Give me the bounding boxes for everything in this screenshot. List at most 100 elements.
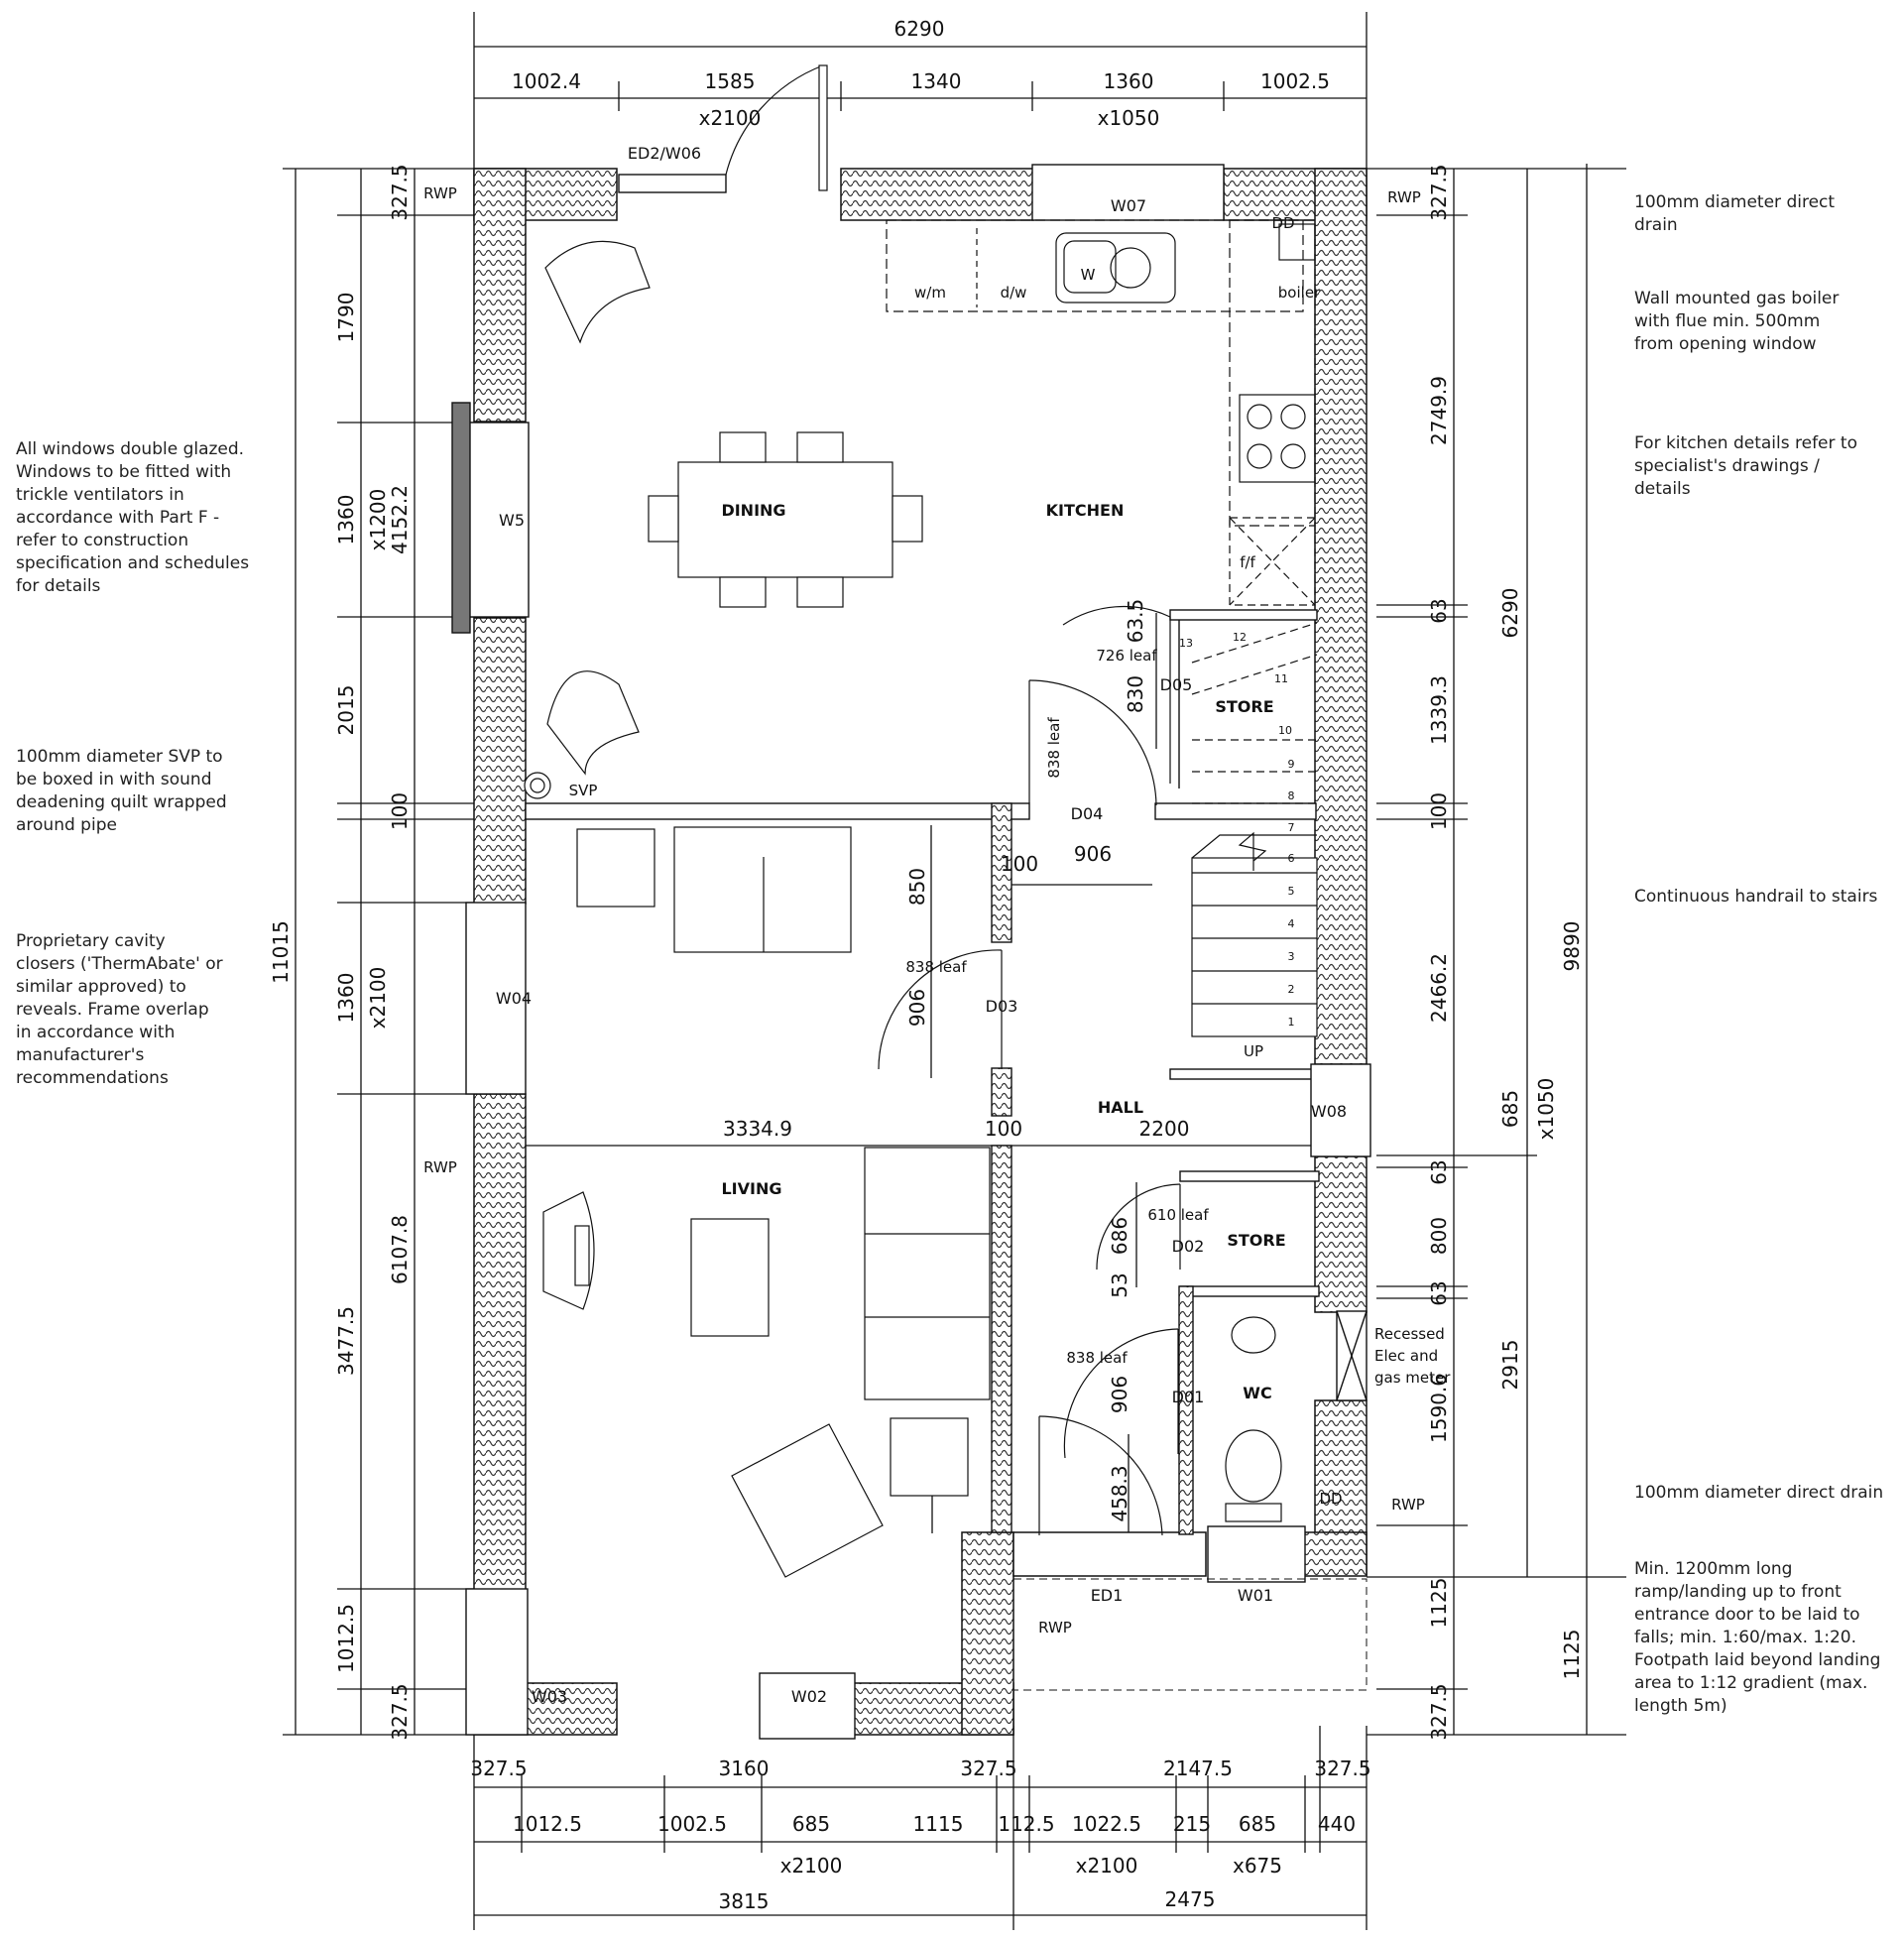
svg-text:W: W xyxy=(1081,266,1096,284)
svg-text:1340: 1340 xyxy=(911,69,962,93)
svg-text:2015: 2015 xyxy=(334,685,358,736)
svg-text:x1050: x1050 xyxy=(1534,1078,1558,1141)
stair-step-number: 9 xyxy=(1288,758,1295,771)
stair-step-number: 8 xyxy=(1288,789,1295,802)
svg-text:327.5: 327.5 xyxy=(388,164,412,220)
svg-text:x2100: x2100 xyxy=(699,106,762,130)
svg-text:w/m: w/m xyxy=(914,284,946,302)
svg-text:boiler: boiler xyxy=(1278,284,1321,302)
svg-text:RWP: RWP xyxy=(1038,1619,1072,1637)
furniture xyxy=(524,240,1282,1578)
room-living: LIVING xyxy=(721,1179,781,1198)
svg-text:112.5: 112.5 xyxy=(998,1812,1054,1836)
svg-text:1002.5: 1002.5 xyxy=(657,1812,727,1836)
svg-text:100: 100 xyxy=(1427,792,1451,830)
svg-text:RWP: RWP xyxy=(1387,188,1421,206)
note-cavity-closers: Proprietary cavity closers ('ThermAbate'… xyxy=(16,931,223,1088)
svg-text:2466.2: 2466.2 xyxy=(1427,953,1451,1023)
svg-text:D03: D03 xyxy=(986,997,1018,1016)
svg-text:ED1: ED1 xyxy=(1091,1586,1124,1605)
svg-text:x1200: x1200 xyxy=(366,489,390,551)
svg-text:1022.5: 1022.5 xyxy=(1072,1812,1141,1836)
svg-text:3334.9: 3334.9 xyxy=(723,1117,792,1141)
svg-text:100: 100 xyxy=(388,792,412,830)
svg-text:1585: 1585 xyxy=(705,69,756,93)
svg-text:1360: 1360 xyxy=(1104,69,1154,93)
svg-text:327.5: 327.5 xyxy=(1427,164,1451,220)
svg-text:W07: W07 xyxy=(1111,196,1146,215)
svg-text:327.5: 327.5 xyxy=(1314,1757,1370,1780)
note-kitchen-details: For kitchen details refer to specialist'… xyxy=(1634,433,1857,499)
svg-text:D02: D02 xyxy=(1172,1237,1205,1256)
svg-text:838 leaf: 838 leaf xyxy=(1066,1349,1128,1367)
window-w02 xyxy=(759,1672,856,1740)
stair-step-number: 1 xyxy=(1288,1016,1295,1029)
svg-text:906: 906 xyxy=(1108,1376,1131,1413)
svg-text:1590.6: 1590.6 xyxy=(1427,1374,1451,1443)
room-dining: DINING xyxy=(721,501,785,520)
svg-text:830: 830 xyxy=(1124,675,1147,713)
note-direct-drain-bottom: 100mm diameter direct drain xyxy=(1634,1483,1884,1503)
room-store-lower: STORE xyxy=(1227,1231,1285,1250)
svg-text:x2100: x2100 xyxy=(366,967,390,1030)
room-hall: HALL xyxy=(1098,1098,1143,1117)
svg-text:RWP: RWP xyxy=(423,1158,457,1176)
window-w01 xyxy=(1207,1525,1306,1583)
svg-text:1125: 1125 xyxy=(1427,1578,1451,1629)
svg-text:458.3: 458.3 xyxy=(1108,1465,1131,1521)
svg-text:1360: 1360 xyxy=(334,973,358,1024)
svg-text:2200: 2200 xyxy=(1139,1117,1190,1141)
svg-text:4152.2: 4152.2 xyxy=(388,485,412,554)
window-w04 xyxy=(465,902,527,1095)
svg-text:685: 685 xyxy=(1239,1812,1276,1836)
note-windows: All windows double glazed. Windows to be… xyxy=(16,439,250,596)
note-boiler: Wall mounted gas boiler with flue min. 5… xyxy=(1634,289,1840,354)
svg-text:906: 906 xyxy=(905,989,929,1027)
svg-text:6107.8: 6107.8 xyxy=(388,1215,412,1284)
fixture-labels: w/m d/w W boiler f/f SVP DD DD RWP RWP R… xyxy=(423,184,1425,1637)
svg-text:W02: W02 xyxy=(791,1687,827,1706)
door-swings xyxy=(725,64,1181,1536)
stair-step-number: 5 xyxy=(1288,885,1295,898)
stair-up-label: UP xyxy=(1244,1042,1263,1060)
svg-text:3477.5: 3477.5 xyxy=(334,1306,358,1376)
window-w5 xyxy=(462,422,530,618)
svg-text:6290: 6290 xyxy=(894,17,945,41)
svg-text:685: 685 xyxy=(792,1812,830,1836)
svg-text:100: 100 xyxy=(1001,852,1038,876)
svg-text:53: 53 xyxy=(1108,1273,1131,1297)
svg-text:2475: 2475 xyxy=(1165,1887,1216,1911)
note-handrail: Continuous handrail to stairs xyxy=(1634,887,1878,907)
room-kitchen: KITCHEN xyxy=(1046,501,1125,520)
stair-step-number: 6 xyxy=(1288,852,1295,865)
svg-text:RWP: RWP xyxy=(423,184,457,202)
note-direct-drain-top: 100mm diameter direct drain xyxy=(1634,192,1836,235)
svg-text:2749.9: 2749.9 xyxy=(1427,376,1451,445)
stair-step-number: 12 xyxy=(1233,631,1247,644)
svg-text:63: 63 xyxy=(1427,598,1451,623)
staircase xyxy=(1191,622,1318,1037)
svg-text:W08: W08 xyxy=(1311,1102,1347,1121)
stair-step-number: 11 xyxy=(1274,672,1288,685)
svg-text:215: 215 xyxy=(1173,1812,1211,1836)
svg-text:3815: 3815 xyxy=(719,1889,770,1913)
svg-text:D05: D05 xyxy=(1160,675,1193,694)
note-svp: 100mm diameter SVP to be boxed in with s… xyxy=(16,747,227,835)
stair-step-number: 13 xyxy=(1179,637,1193,650)
svg-text:327.5: 327.5 xyxy=(1427,1683,1451,1740)
svg-text:3160: 3160 xyxy=(719,1757,770,1780)
svg-text:1002.5: 1002.5 xyxy=(1260,69,1330,93)
room-store-upper: STORE xyxy=(1215,697,1273,716)
svg-text:W5: W5 xyxy=(499,511,525,530)
svg-text:838 leaf: 838 leaf xyxy=(1045,717,1063,779)
svg-text:DD: DD xyxy=(1271,214,1294,232)
room-labels: DINING KITCHEN LIVING HALL STORE STORE W… xyxy=(721,501,1285,1402)
dining-table xyxy=(677,461,893,578)
stair-step-number: 7 xyxy=(1288,821,1295,834)
svg-text:6290: 6290 xyxy=(1498,588,1522,639)
svg-text:SVP: SVP xyxy=(569,782,598,799)
svg-text:850: 850 xyxy=(905,868,929,906)
